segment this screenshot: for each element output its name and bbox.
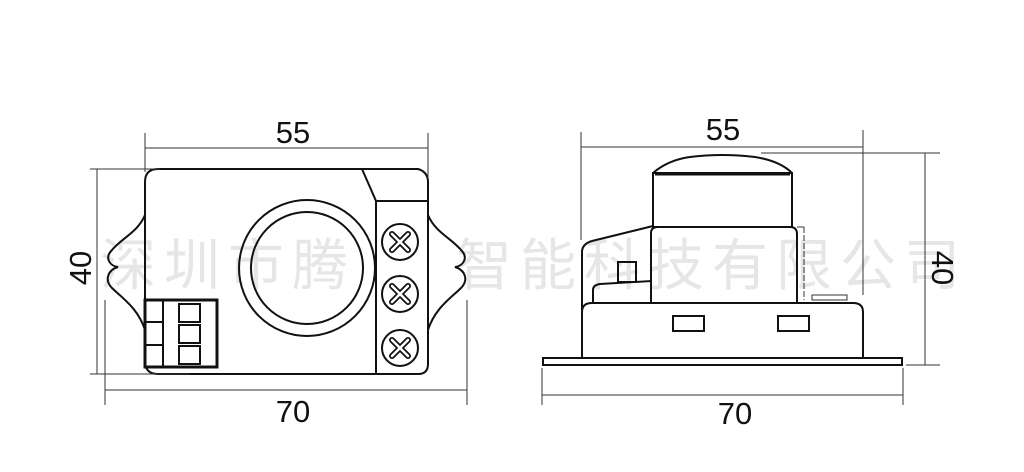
side-dimension-40: 40 [761,152,960,366]
screw-icon [381,329,419,367]
side-slot [672,315,705,332]
dimension-label-70: 70 [718,396,752,431]
terminal-slot [178,345,201,365]
side-view: 55 40 70 [541,112,960,431]
lower-housing [581,302,864,358]
screw-icon [381,223,419,261]
terminal-block [143,298,219,369]
terminal-side-block [362,168,429,375]
side-dimension-70: 70 [541,368,904,431]
front-dimension-55: 55 [144,115,429,178]
screw-terminals [381,223,419,367]
dimension-label-55: 55 [276,115,310,150]
watermark-text-end: 智能科技有限公司 [456,234,968,299]
base-plate [542,357,903,366]
sensor-lens-ring [238,199,376,337]
dimension-label-40: 40 [63,251,98,285]
front-view: 55 40 70 [63,115,468,429]
lens-housing [652,172,793,228]
side-dimension-55: 55 [580,112,864,295]
watermark: 深圳市腾 智能科技有限公司 [100,234,968,299]
dimension-label-70: 70 [276,394,310,429]
dimension-label-40: 40 [925,251,960,285]
side-slot [777,315,810,332]
left-mounting-ear [106,214,146,331]
left-slope [581,225,654,310]
terminal-slot [178,324,201,344]
sensor-lens [250,211,364,325]
lens-dome [652,154,793,174]
front-dimension-40: 40 [63,168,190,375]
watermark-text-start: 深圳市腾 [100,234,356,299]
screw-icon [381,275,419,313]
left-step [592,279,652,303]
right-mounting-ear [427,214,467,331]
left-stub [617,261,637,283]
front-dimension-70: 70 [104,300,468,429]
dimension-label-55: 55 [706,112,740,147]
terminal-slot [178,303,201,323]
right-tab [811,294,848,301]
